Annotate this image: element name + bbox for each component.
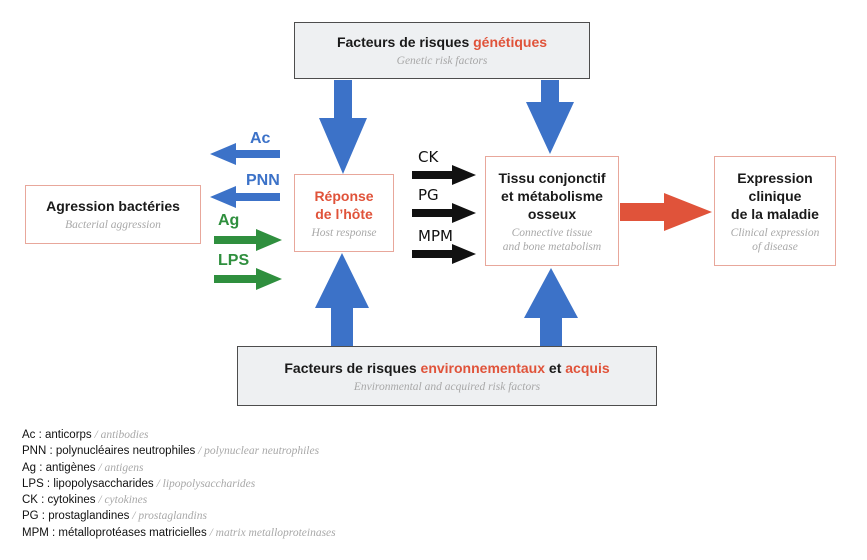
label-ck: CK (418, 148, 439, 166)
genetic-risk-subtitle: Genetic risk factors (396, 55, 488, 67)
arrow-genetic-to-tissue (526, 80, 574, 154)
label-mpm: MPM (418, 227, 453, 245)
environmental-risk-subtitle: Environmental and acquired risk factors (353, 380, 541, 393)
host-response-title-line2: de l’hôte (315, 205, 373, 222)
bacterial-aggression-subtitle: Bacterial aggression (65, 219, 161, 231)
host-response-box: Réponse de l’hôte Host response (294, 174, 394, 252)
clinical-expression-box: Expression clinique de la maladie Clinic… (714, 156, 836, 266)
environmental-risk-title: Facteurs de risques environnementaux et … (284, 359, 610, 376)
connective-tissue-title-line2: et métabolisme (501, 187, 603, 204)
arrow-lps (214, 268, 282, 290)
legend-item: PNN : polynucléaires neutrophiles / poly… (22, 445, 320, 458)
host-response-title-line1: Réponse (314, 187, 374, 204)
arrow-mpm (412, 244, 476, 264)
label-ac: Ac (250, 130, 271, 147)
connective-tissue-box: Tissu conjonctif et métabolisme osseux C… (485, 156, 619, 266)
arrow-ac (210, 143, 280, 165)
legend-item: Ag : antigènes / antigens (22, 461, 144, 474)
host-response-subtitle: Host response (311, 226, 377, 239)
label-ag: Ag (218, 212, 240, 229)
arrow-genetic-to-host (319, 80, 367, 174)
connective-tissue-title-line3: osseux (527, 205, 577, 222)
connective-tissue-subtitle-line1: Connective tissue (511, 226, 593, 239)
clinical-expression-title-line3: de la maladie (731, 205, 819, 222)
bacterial-aggression-title: Agression bactéries (46, 198, 180, 214)
arrow-ag (214, 229, 282, 251)
connective-tissue-subtitle-line2: and bone metabolism (502, 240, 602, 253)
clinical-expression-subtitle-line2: of disease (752, 240, 798, 253)
environmental-risk-box: Facteurs de risques environnementaux et … (237, 346, 657, 406)
label-pg: PG (418, 186, 439, 204)
legend-item: CK : cytokines / cytokines (22, 494, 148, 507)
arrow-env-to-tissue (524, 268, 578, 346)
label-lps: LPS (218, 252, 250, 269)
genetic-risk-box: Facteurs de risques génétiques Genetic r… (294, 22, 590, 79)
arrow-ck (412, 165, 476, 185)
clinical-expression-title-line2: clinique (748, 187, 802, 204)
connective-tissue-title-line1: Tissu conjonctif (498, 169, 606, 186)
legend-item: PG : prostaglandines / prostaglandins (22, 510, 207, 523)
arrow-pg (412, 203, 476, 223)
arrow-env-to-host (315, 253, 369, 346)
legend-item: MPM : métalloprotéases matricielles / ma… (22, 526, 336, 539)
arrow-tissue-to-clinical (620, 193, 712, 231)
arrow-pnn (210, 186, 280, 208)
clinical-expression-title-line1: Expression (737, 169, 813, 186)
genetic-risk-title: Facteurs de risques génétiques (336, 34, 548, 50)
legend: Ac : anticorps / antibodies PNN : polynu… (22, 427, 336, 541)
legend-item: Ac : anticorps / antibodies (22, 429, 149, 441)
bacterial-aggression-box: Agression bactéries Bacterial aggression (25, 185, 201, 244)
label-pnn: PNN (246, 172, 280, 189)
clinical-expression-subtitle-line1: Clinical expression (730, 226, 820, 239)
legend-item: LPS : lipopolysaccharides / lipopolysacc… (22, 477, 256, 490)
